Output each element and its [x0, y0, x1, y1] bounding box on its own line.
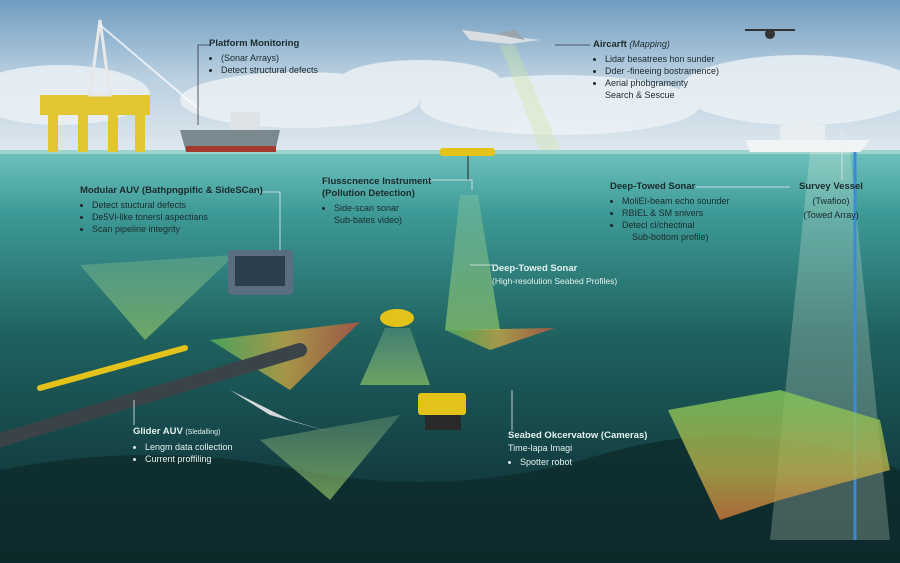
- label-item: Aerial phobgramenty: [605, 77, 719, 89]
- seabed: [0, 435, 900, 563]
- label-item: Lidar besatrees hon sunder: [605, 53, 719, 65]
- label-item: MoliEI-beam echo sounder: [622, 195, 730, 207]
- label-line: Time-lapa Imagi: [508, 443, 573, 453]
- label-title: Seabed Okcervatow (Cameras): [508, 430, 648, 441]
- label-extra: Search & Sescue: [605, 90, 675, 100]
- label-aircraft: Aircarft (Mapping) Lidar besatrees hon s…: [593, 38, 719, 101]
- label-item: Dder -fineeing bostramence): [605, 65, 719, 77]
- label-subtitle: (Sledalling): [185, 429, 221, 436]
- label-title: Deep-Towed Sonar: [492, 263, 578, 274]
- torpedo-auv-icon: [37, 345, 188, 391]
- label-item: Detecl cl/chectinal: [622, 219, 730, 231]
- label-title: Aircarft: [593, 39, 627, 50]
- label-title: Glider AUV: [133, 426, 183, 437]
- label-deep-towed-sonar: Deep-Towed Sonar MoliEI-beam echo sounde…: [610, 181, 730, 243]
- label-extra: Sub-bates video): [334, 215, 403, 225]
- label-deep-towed-sonar-profiles: Deep-Towed Sonar (High-resolution Seabed…: [492, 263, 617, 287]
- label-title: Deep-Towed Sonar: [610, 181, 696, 192]
- label-extra: Sub-bottom profile): [632, 232, 709, 242]
- glider-sonar: [260, 415, 400, 500]
- label-platform-monitoring: Platform Monitoring (Sonar Arrays) Detec…: [209, 38, 318, 76]
- oil-platform: [40, 19, 201, 152]
- label-item: De5Vi-like tonersl aspectians: [92, 211, 263, 223]
- support-ship: [180, 112, 280, 152]
- label-seabed-observatory: Seabed Okcervatow (Cameras) Time-lapa Im…: [508, 430, 647, 468]
- label-modular-auv: Modular AUV (Bathpngpific & SideSCan) De…: [80, 185, 263, 235]
- label-glider-auv: Glider AUV (Sledalling) Lengm data colle…: [133, 425, 233, 465]
- label-title: Modular AUV (Bathpngpific & SideSCan): [80, 185, 263, 196]
- label-item: Lengm data collection: [145, 441, 233, 453]
- modular-auv-icon: [228, 250, 293, 295]
- label-survey-vessel: Survey Vessel (Twafioo) (Towed Array): [796, 181, 866, 221]
- label-line: (Twafioo): [812, 196, 850, 206]
- label-item: Spotter robot: [520, 456, 647, 468]
- label-subtitle: (High-resolution Seabed Profiles): [492, 276, 618, 286]
- buoy-sonar-beam: [445, 195, 500, 330]
- label-subtitle: (Mapping): [629, 39, 670, 49]
- aircraft-icon: [462, 30, 560, 150]
- label-item: Side-scan sonar: [334, 202, 431, 214]
- label-item: Scan pipeline integrity: [92, 223, 263, 235]
- fluorescence-instrument-icon: [360, 309, 430, 385]
- seabed-observatory-icon: [418, 393, 466, 430]
- pipeline: [0, 343, 307, 447]
- seabed-sonar-profile: [668, 390, 890, 520]
- label-item: Detect structural defects: [221, 64, 318, 76]
- leader-lines: [133, 44, 843, 430]
- label-title: Flusscnence Instrument: [322, 176, 432, 187]
- buoy: [440, 148, 495, 180]
- label-line: (Towed Array): [803, 210, 859, 220]
- label-title: Survey Vessel: [799, 181, 863, 192]
- label-item: (Sonar Arrays): [221, 52, 318, 64]
- seabed-swath: [445, 328, 555, 350]
- label-fluorescence-instrument: Flusscnence Instrument (Pollution Detect…: [322, 176, 431, 226]
- label-item: Detect stuctural defects: [92, 199, 263, 211]
- label-title-2: (Pollution Detection): [322, 188, 415, 199]
- label-item: RBIEL & SM snivers: [622, 207, 730, 219]
- drone-icon: [745, 29, 795, 39]
- auv-sonar-left: [80, 255, 235, 340]
- label-item: Current proffiling: [145, 453, 233, 465]
- label-title: Platform Monitoring: [209, 38, 300, 49]
